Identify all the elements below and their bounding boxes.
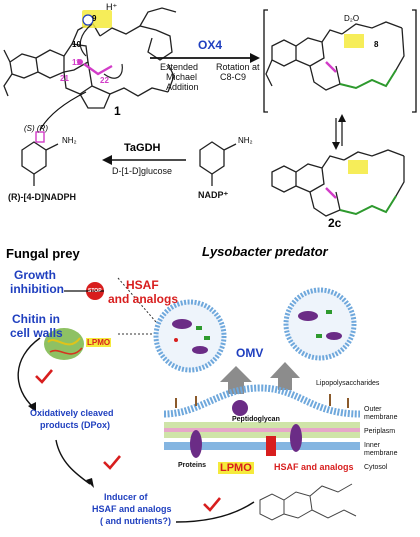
label-lps: Lipopolysaccharides (316, 380, 380, 387)
atom-22: 22 (100, 76, 109, 85)
hsaf-molecule-structure (259, 483, 357, 521)
intermediate-structure (265, 21, 405, 91)
nadp-structure (199, 141, 237, 186)
dotted-line-1 (117, 277, 157, 323)
atom-8: 8 (374, 40, 379, 49)
checkmark-icon-2 (103, 455, 121, 470)
label-growth: Growth (14, 268, 56, 282)
membrane-protein-1 (190, 430, 202, 458)
checkmark-icon-1 (35, 369, 53, 384)
arrow-ox4 (150, 53, 260, 63)
lps-icons (175, 394, 349, 408)
label-inducer-hsaf: HSAF and analogs (92, 504, 172, 514)
label-d2o: D₂O (344, 14, 360, 23)
bracket-left (263, 9, 268, 113)
label-nh2-right: NH₂ (238, 136, 253, 145)
atom-21: 21 (60, 74, 69, 83)
label-inducer: Inducer of (104, 492, 148, 502)
label-inhibition: inhibition (10, 282, 64, 296)
label-inner-membrane: membrane (364, 450, 398, 457)
nadph-structure (21, 141, 59, 186)
label-hsaf-analogs: and analogs (108, 292, 179, 306)
grey-arrow-left (220, 366, 252, 394)
green-chain-2c (339, 195, 397, 216)
label-hsaf-bottom: HSAF and analogs (274, 462, 354, 472)
label-rotation: Rotation at (216, 62, 260, 72)
magenta-bond-intermediate (325, 61, 337, 73)
membrane-protein-3 (232, 400, 248, 416)
label-fungal-prey: Fungal prey (6, 246, 80, 261)
label-nh2-left: NH₂ (62, 136, 77, 145)
equilibrium-arrows (332, 114, 346, 150)
magenta-circle-1 (77, 59, 83, 65)
label-chitin: Chitin in (12, 312, 60, 326)
highlight-intermediate (344, 34, 364, 48)
hsaf-transporter (266, 436, 276, 456)
label-compound-2c: 2c (328, 216, 342, 230)
omv-vesicle-right (283, 287, 357, 361)
label-compound-1: 1 (114, 104, 121, 118)
omv-vesicle-left (153, 299, 227, 373)
peptidoglycan-layer (164, 428, 360, 432)
inner-membrane (164, 442, 360, 450)
label-tagdh: TaGDH (124, 142, 161, 154)
curved-arrow-1 (79, 23, 93, 57)
magenta-bond (83, 63, 113, 76)
proton-circle (82, 14, 94, 26)
atom-9: 9 (92, 14, 97, 23)
label-cell-walls: cell walls (10, 326, 63, 340)
atom-10: 10 (72, 40, 81, 49)
label-lpmo-big: LPMO (218, 462, 254, 474)
curved-arrow-oxid (55, 439, 91, 485)
label-cytosol: Cytosol (364, 464, 388, 471)
label-outer: Outer (364, 406, 382, 413)
nadph-to-1-arrow (39, 91, 87, 131)
curved-arrow-chitin (17, 337, 41, 409)
compound-1-structure (3, 7, 177, 109)
label-c8c9: C8-C9 (220, 72, 247, 82)
label-products: products (DPox) (40, 420, 111, 430)
label-periplasm: Periplasm (364, 428, 396, 435)
compound-2c-structure (271, 149, 405, 217)
grey-arrow-right (270, 362, 300, 390)
label-proteins: Proteins (178, 462, 207, 469)
magenta-bond-2c (325, 187, 337, 199)
label-extended: Extended (160, 62, 199, 72)
label-nutrients: ( and nutrients?) (100, 516, 171, 526)
label-michael: Michael (166, 72, 198, 82)
checkmark-icon-3 (203, 497, 221, 512)
label-hsaf: HSAF (126, 278, 159, 292)
membrane-protein-2 (290, 424, 302, 452)
label-stereo: (S) (R) (24, 124, 48, 133)
label-nadph: (R)-[4-D]NADPH (8, 192, 76, 202)
label-stop: STOP (88, 288, 102, 294)
highlight-2c (348, 160, 368, 174)
biology-diagram (17, 277, 361, 523)
label-outer-membrane: membrane (364, 414, 398, 421)
bracket-right (412, 9, 417, 113)
label-addition: Addition (166, 82, 199, 92)
arrow-tagdh (102, 155, 186, 165)
label-inner: Inner (364, 442, 380, 449)
label-peptidoglycan: Peptidoglycan (232, 416, 280, 423)
label-oxidatively: Oxidatively cleaved (30, 408, 114, 418)
reaction-scheme (3, 7, 417, 217)
curved-arrow-2 (103, 63, 123, 79)
label-glucose: D-[1-D]glucose (112, 166, 173, 176)
magenta-d-box (35, 131, 45, 143)
label-ox4: OX4 (198, 38, 223, 52)
label-lpmo-small: LPMO (86, 338, 112, 347)
green-chain-intermediate (339, 69, 397, 90)
label-predator: Lysobacter predator (202, 244, 328, 259)
lpmo-protein-icon (44, 328, 84, 360)
outer-membrane (163, 384, 361, 418)
label-omv: OMV (236, 346, 264, 360)
label-hplus: H⁺ (106, 2, 118, 12)
atom-11: 11 (72, 58, 81, 67)
curved-arrow-inducer (175, 501, 255, 523)
label-nadp: NADP⁺ (198, 190, 229, 200)
